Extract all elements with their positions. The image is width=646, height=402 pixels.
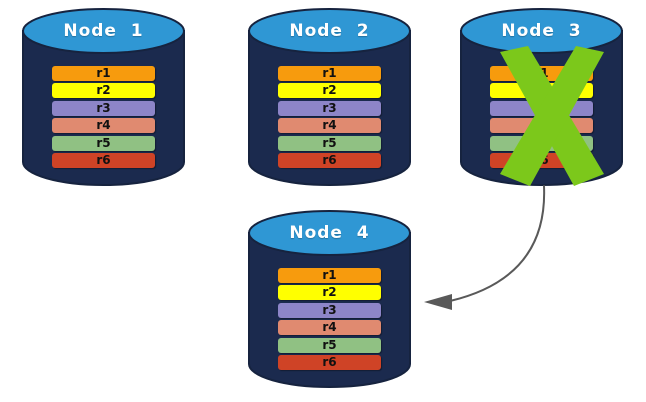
record-bar-r1[interactable]: r1 [278,268,381,283]
record-bar-r2[interactable]: r2 [278,83,381,99]
cylinder-top-ellipse [248,8,411,54]
record-bar-r3[interactable]: r3 [52,100,155,116]
record-bar-r5[interactable]: r5 [278,135,381,151]
record-bar-r6[interactable]: r6 [278,153,381,168]
record-bar-r5[interactable]: r5 [278,337,381,353]
record-bar-r5[interactable]: r5 [52,135,155,151]
record-bar-r3[interactable]: r3 [278,100,381,116]
record-bar-r2[interactable]: r2 [278,285,381,301]
record-bar-r4[interactable]: r4 [278,320,381,336]
record-bar-r2[interactable]: r2 [52,83,155,99]
record-bar-r4[interactable]: r4 [278,118,381,134]
cylinder-top-ellipse [248,210,411,256]
record-bar-r1[interactable]: r1 [278,66,381,81]
record-bar-r6[interactable]: r6 [52,153,155,168]
record-bar-r4[interactable]: r4 [52,118,155,134]
record-bar-r6[interactable]: r6 [278,355,381,370]
cylinder-top-ellipse [22,8,185,54]
record-bar-r3[interactable]: r3 [278,302,381,318]
record-bar-r1[interactable]: r1 [52,66,155,81]
